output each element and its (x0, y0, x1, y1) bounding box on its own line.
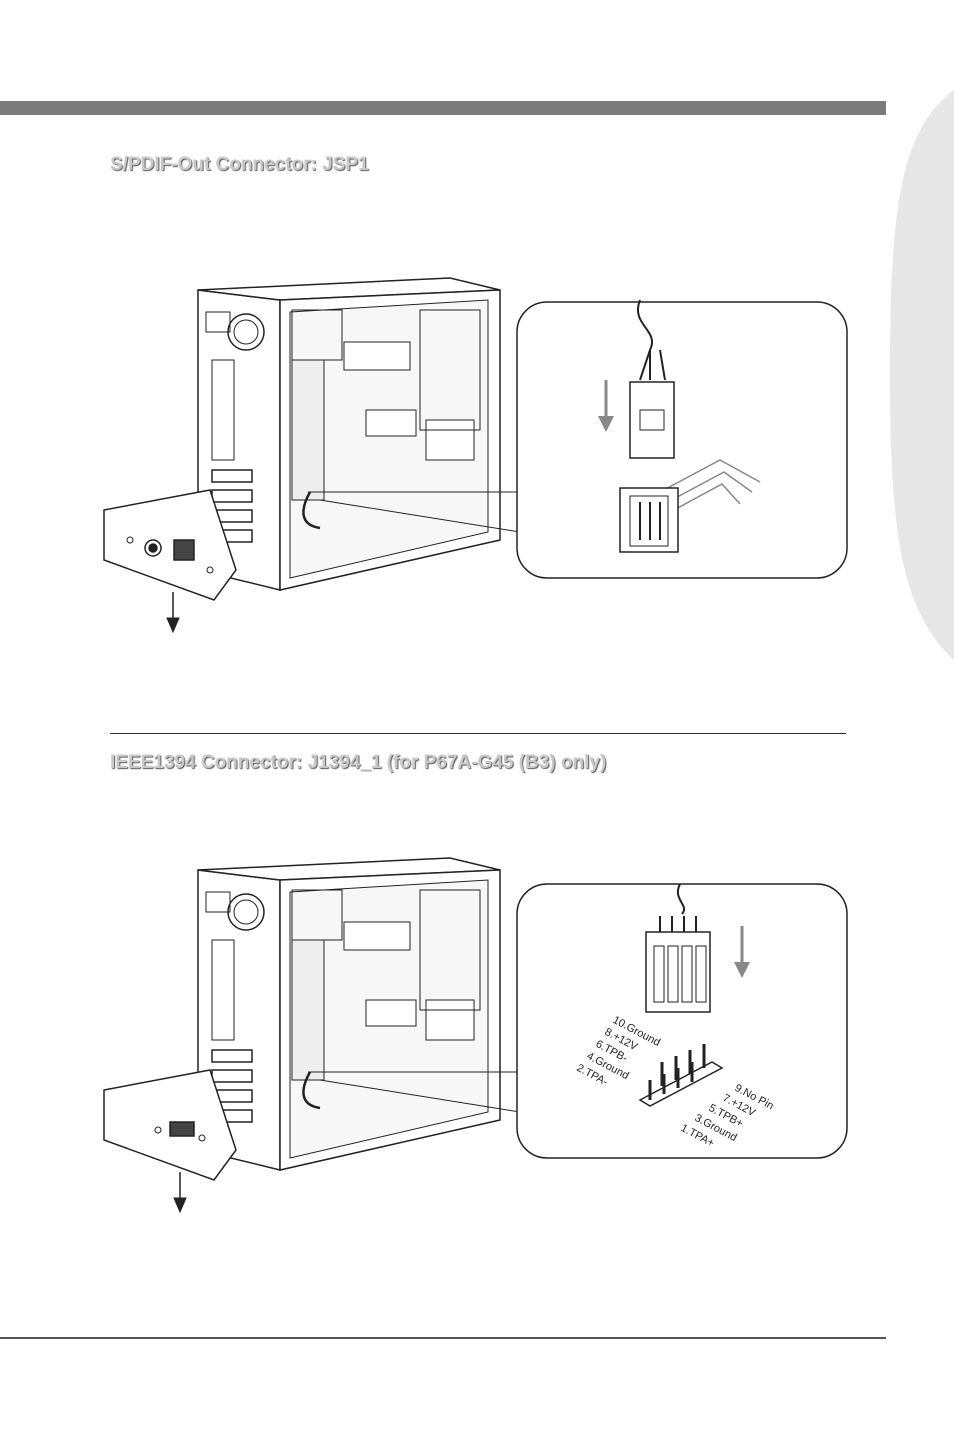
section-divider (110, 733, 846, 734)
spdif-connector-closeup (517, 300, 847, 578)
pc-case-illustration (104, 278, 500, 600)
arrow-down-icon (174, 1172, 186, 1212)
pc-case-illustration (104, 858, 500, 1180)
section-title-spdif: S/PDIF-Out Connector: JSP1 (110, 154, 369, 176)
section-title-ieee1394: IEEE1394 Connector: J1394_1 (for P67A-G4… (110, 752, 606, 774)
arrow-down-icon (167, 592, 179, 632)
header-bar (0, 101, 886, 115)
footer-rule (0, 1337, 886, 1339)
spdif-installation-diagram (0, 270, 954, 650)
ieee1394-installation-diagram: 10.Ground 8.+12V 6.TPB- 4.Ground 2.TPA- … (0, 850, 954, 1230)
ieee1394-connector-closeup (517, 884, 847, 1158)
